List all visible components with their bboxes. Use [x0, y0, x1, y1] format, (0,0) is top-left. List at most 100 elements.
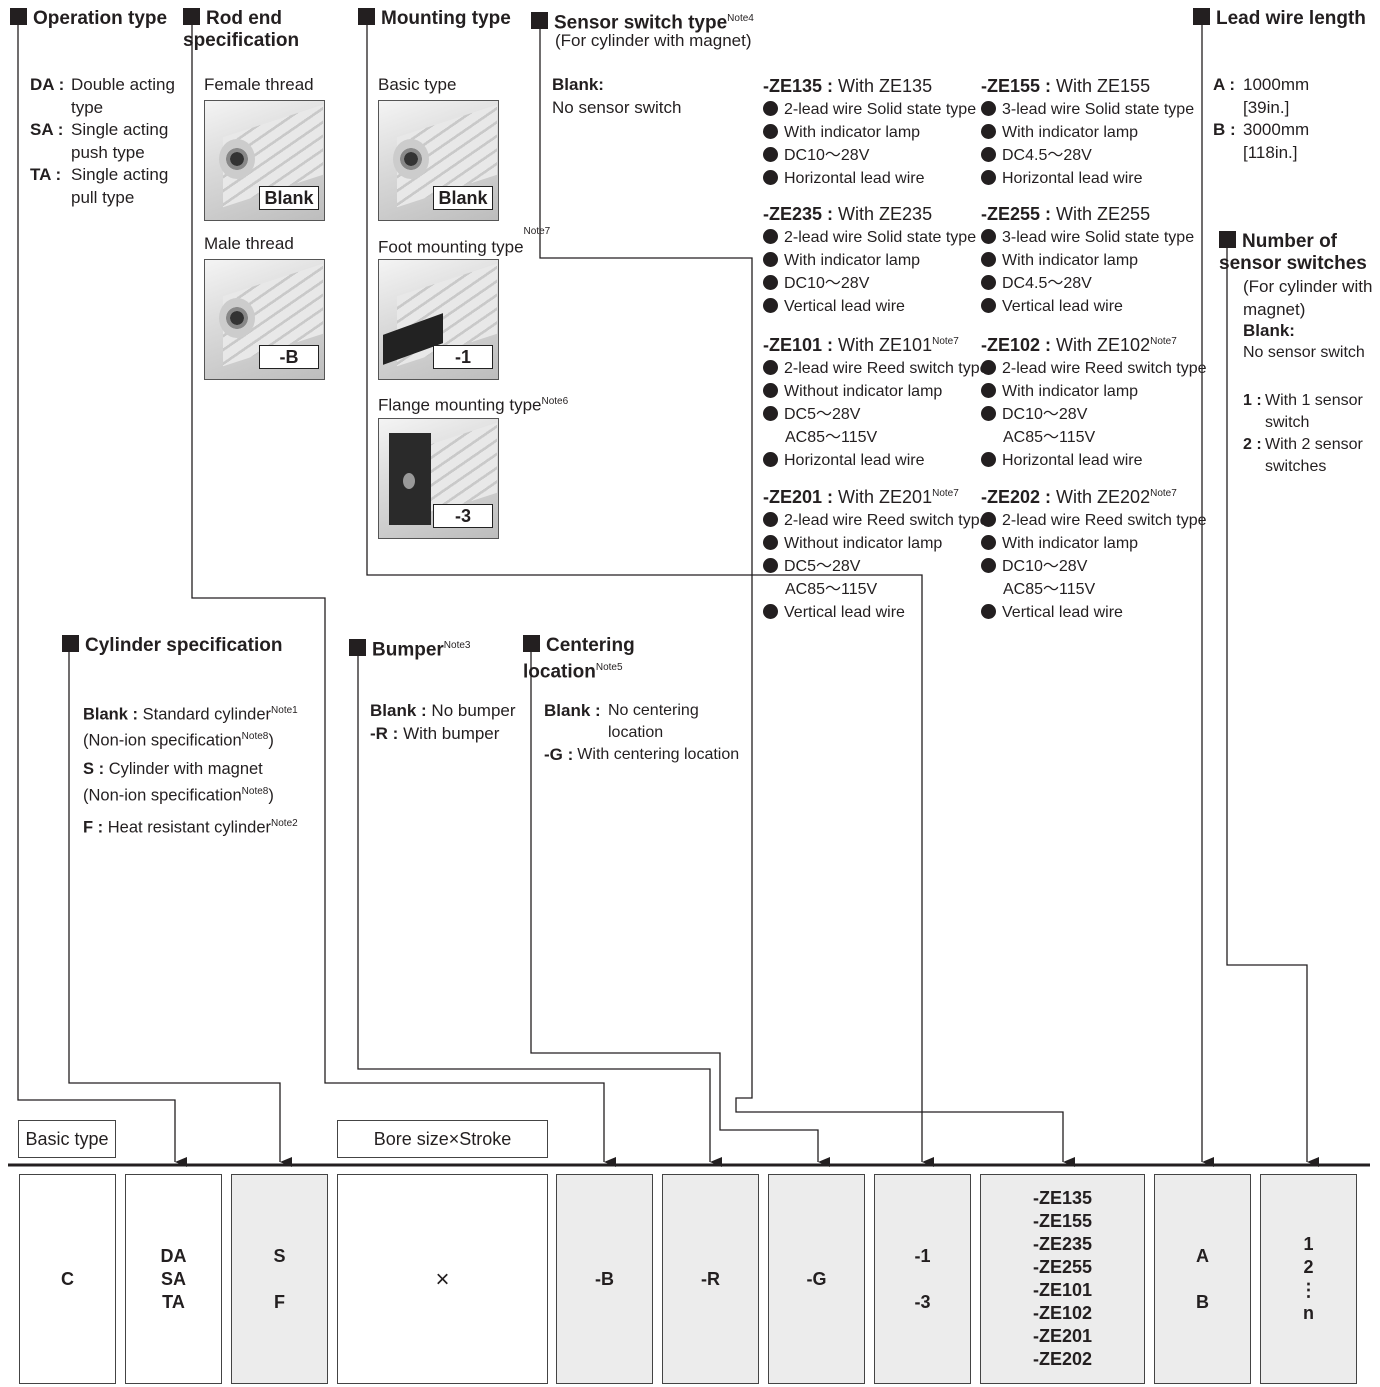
- sensor-blank: Blank: No sensor switch: [552, 75, 682, 117]
- cylinder-spec-sub-note: Note8: [241, 731, 269, 742]
- bumper-text: No bumper: [431, 701, 516, 720]
- code-box-line: TA: [162, 1291, 185, 1312]
- sensor-spec-line: 2-lead wire Reed switch type: [763, 357, 989, 380]
- cylinder-spec-text: Cylinder with magnet: [108, 760, 263, 778]
- bumper-text: With bumper: [403, 723, 500, 743]
- sensor-switch-header: Sensor switch typeNote4: [531, 8, 754, 34]
- operation-connector: [17, 20, 187, 1167]
- sensor-code: -ZE202 :: [981, 487, 1052, 507]
- cylinder-spec-sub: (Non-ion specificationNote8): [83, 726, 298, 752]
- code-box-content: -B: [595, 1268, 614, 1291]
- code-box-line: B: [1196, 1291, 1209, 1312]
- code-box-line: -ZE235: [1032, 1234, 1093, 1254]
- bullet-dot-icon: [981, 604, 996, 619]
- bullet-dot-icon: [981, 124, 996, 139]
- bullet-dot-icon: [981, 452, 996, 467]
- sensor-spec-line: Without indicator lamp: [763, 380, 989, 403]
- lead-wire-text: 3000mm[118in.]: [1243, 119, 1309, 164]
- foot-mounting-code: -1: [433, 345, 493, 369]
- sensor-spec-line: DC10～28V: [763, 272, 976, 295]
- lead-wire-item: A :1000mm[39in.]: [1213, 74, 1309, 119]
- sensor-spec-text: Vertical lead wire: [1002, 604, 1123, 621]
- sensor-option-title: -ZE135 : With ZE135: [763, 74, 976, 98]
- lead-wire-text: 1000mm[39in.]: [1243, 74, 1309, 119]
- code-box-content: ×: [435, 1265, 450, 1293]
- bullet-dot-icon: [763, 170, 778, 185]
- bullet-dot-icon: [981, 229, 996, 244]
- lead-wire-list: A :1000mm[39in.]B :3000mm[118in.]: [1213, 74, 1309, 164]
- sensor-spec-line: DC10～28V: [981, 403, 1207, 426]
- code-box: -1 -3: [874, 1174, 971, 1384]
- sensor-spec-line: With indicator lamp: [981, 249, 1194, 272]
- bumper-code: Blank :: [370, 701, 427, 720]
- code-box-line: -3: [914, 1291, 931, 1312]
- sensor-spec-line: Vertical lead wire: [763, 601, 989, 624]
- bullet-dot-icon: [763, 406, 778, 421]
- code-box-content: C: [61, 1268, 74, 1291]
- code-box-line: C: [61, 1268, 74, 1289]
- centering-code: -G :: [544, 745, 574, 764]
- lead-wire-header: Lead wire length: [1193, 8, 1366, 30]
- centering-item: Blank :No centering location: [544, 700, 739, 744]
- code-box-line: -1: [914, 1245, 931, 1266]
- flange-mounting-label: Flange mounting typeNote6: [378, 395, 569, 415]
- sensor-spec-text: DC10～28V: [1002, 558, 1088, 575]
- bullet-dot-icon: [981, 558, 996, 573]
- sensor-option: -ZE135 : With ZE135 2-lead wire Solid sta…: [763, 74, 976, 190]
- sensor-spec-text: 2-lead wire Solid state type: [784, 229, 977, 246]
- code-box-line: ⋮: [1299, 1280, 1318, 1300]
- code-box-line: A: [1196, 1245, 1209, 1266]
- sensor-spec-line: Vertical lead wire: [981, 295, 1194, 318]
- bumper-code: -R :: [370, 723, 399, 743]
- sensor-spec-line: DC5～28V: [763, 555, 989, 578]
- cylinder-spec-code: F :: [83, 818, 104, 836]
- sensor-spec-line: With indicator lamp: [981, 121, 1194, 144]
- cylinder-spec-connector: [68, 645, 292, 1167]
- operation-item: SA :Single acting push type: [30, 119, 190, 164]
- sensor-with: With ZE235: [838, 204, 933, 224]
- mounting-connector: [366, 20, 934, 1167]
- sensor-spec-text: 2-lead wire Solid state type: [784, 101, 977, 118]
- code-box: -R: [662, 1174, 759, 1384]
- sensor-spec-line: 2-lead wire Solid state type: [763, 226, 976, 249]
- sensor-spec-text: 2-lead wire Reed switch type: [1002, 360, 1207, 377]
- female-thread-photo: Blank: [204, 100, 325, 221]
- cylinder-spec-line: S : Cylinder with magnet: [83, 758, 298, 781]
- square-bullet-icon: [349, 639, 366, 657]
- sensor-option-title: -ZE101 : With ZE101Note7: [763, 330, 989, 357]
- sensor-spec-line: Horizontal lead wire: [981, 167, 1194, 190]
- operation-code: SA :: [30, 120, 64, 139]
- sensor-spec-line: DC5～28V: [763, 403, 989, 426]
- bumper-header: BumperNote3: [349, 635, 470, 661]
- bullet-dot-icon: [981, 298, 996, 313]
- bumper-item: Blank : No bumper: [370, 700, 516, 723]
- cylinder-spec-code: S :: [83, 760, 105, 778]
- mounting-header: Mounting type: [358, 8, 511, 30]
- square-bullet-icon: [531, 12, 548, 30]
- square-bullet-icon: [183, 8, 200, 25]
- sensor-extra-text: AC85～115V: [785, 581, 878, 598]
- bullet-dot-icon: [981, 406, 996, 421]
- cylinder-spec-note: Note2: [271, 817, 298, 829]
- sensor-with: With ZE102: [1056, 335, 1151, 355]
- sensor-spec-text: With indicator lamp: [1002, 535, 1139, 552]
- sensor-with: With ZE155: [1056, 76, 1151, 96]
- code-box-line: [914, 1268, 930, 1291]
- lead-wire-length: 3000mm: [1243, 120, 1310, 139]
- code-box-line: -R: [701, 1268, 720, 1289]
- sensor-spec-text: DC5～28V: [784, 406, 861, 423]
- cylinder-spec-line: F : Heat resistant cylinderNote2: [83, 813, 298, 839]
- num-sensors-connector: [1226, 242, 1319, 1167]
- sensor-spec-text: DC10～28V: [1002, 406, 1088, 423]
- num-sensors-code: 1 :: [1243, 392, 1262, 409]
- operation-item: TA :Single acting pull type: [30, 164, 190, 209]
- code-box-line: ×: [435, 1265, 450, 1293]
